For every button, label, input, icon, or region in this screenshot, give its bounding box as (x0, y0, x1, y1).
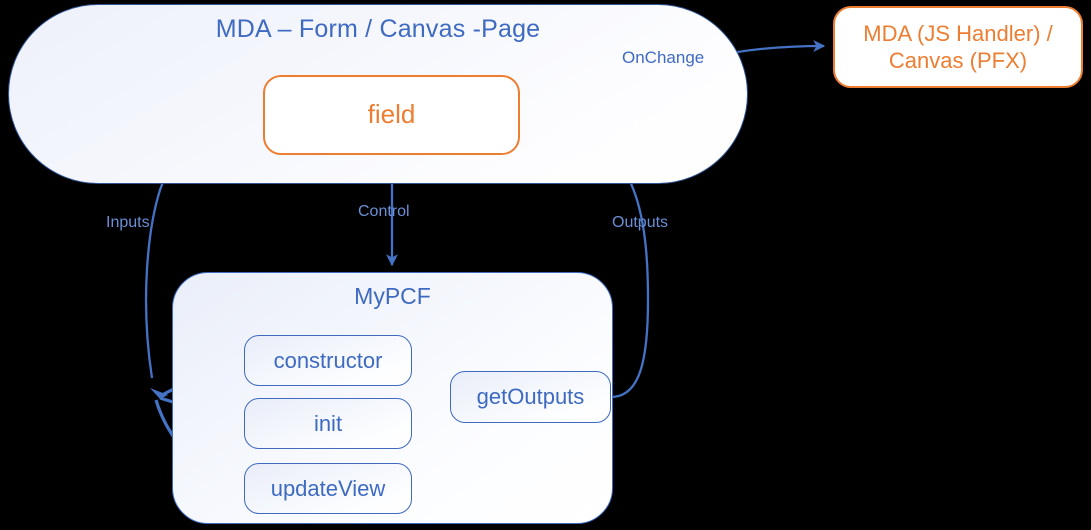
mypcf-title: MyPCF (354, 283, 431, 309)
handler-node-line2: Canvas (PFX) (888, 48, 1028, 73)
edge-label-inputs: Inputs (106, 214, 150, 231)
field-node[interactable]: field (263, 75, 520, 155)
method-get-outputs[interactable]: getOutputs (450, 371, 611, 423)
edge-label-control: Control (358, 203, 410, 220)
method-init-label: init (313, 410, 343, 436)
method-get-outputs-label: getOutputs (476, 384, 585, 410)
handler-node-line1: MDA (JS Handler) / (863, 20, 1053, 46)
method-constructor-label: constructor (273, 347, 383, 373)
field-node-label: field (367, 99, 416, 130)
method-update-view[interactable]: updateView (244, 463, 412, 514)
method-update-view-label: updateView (270, 475, 386, 501)
handler-node[interactable]: MDA (JS Handler) / Canvas (PFX) (833, 6, 1083, 88)
edge-inputs-arrowhead (150, 388, 168, 404)
edge-label-outputs: Outputs (612, 214, 669, 231)
mda-page-title: MDA – Form / Canvas -Page (215, 15, 541, 43)
edge-label-onchange: OnChange (622, 48, 705, 67)
method-constructor[interactable]: constructor (244, 335, 412, 386)
method-init[interactable]: init (244, 398, 412, 449)
